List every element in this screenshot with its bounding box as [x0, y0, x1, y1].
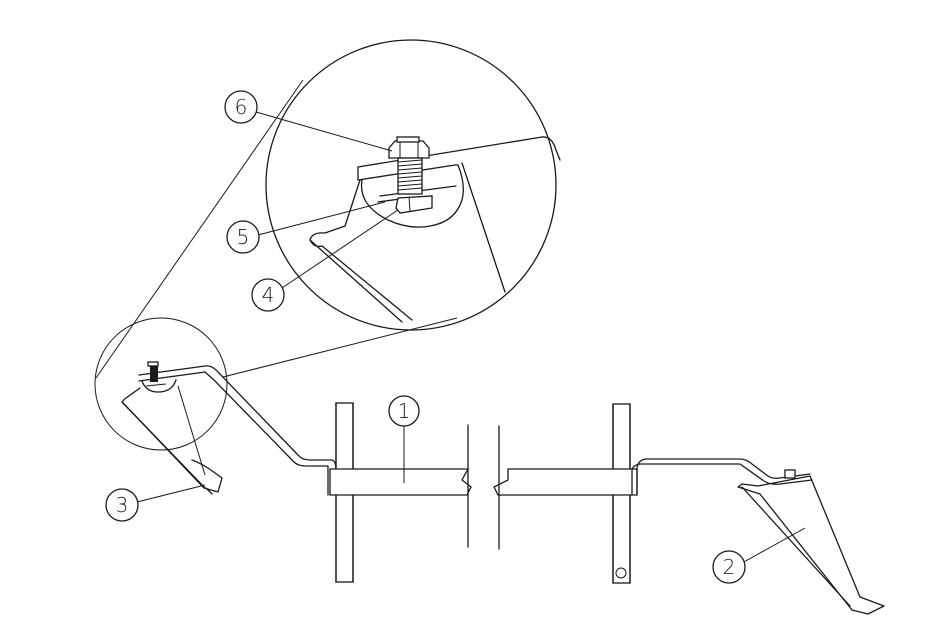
left-tine-flank	[177, 385, 206, 476]
detail-flank-line	[461, 162, 506, 293]
left-washer-small	[145, 383, 167, 387]
right-connecting-bar-bottom	[631, 463, 813, 495]
callout-6: 6	[224, 90, 258, 124]
callout-label: 5	[237, 225, 250, 249]
callout-circle	[226, 220, 260, 254]
left-clamp-body	[141, 379, 177, 393]
bolt-thread-lines	[397, 159, 423, 191]
detail-view	[95, 39, 561, 379]
frame-crossbar-right	[493, 468, 638, 496]
left-tine-edge	[121, 401, 206, 489]
callout-2: 2	[712, 550, 746, 584]
callout-1: 1	[388, 395, 420, 427]
detail-connector-line-upper	[95, 79, 304, 379]
leader-line-5	[257, 201, 386, 236]
callout-circle	[105, 488, 139, 522]
leader-line-3	[136, 484, 206, 503]
callout-label: 1	[398, 399, 411, 423]
left-connecting-bar-top	[138, 365, 337, 496]
detail-bracket-bar-top	[357, 136, 561, 168]
leader-lines	[136, 111, 806, 564]
detail-source-circle	[94, 317, 228, 451]
right-connecting-bar-top	[636, 458, 811, 495]
left-tine-tip	[205, 487, 213, 495]
callout-balloons: 1 2 3 4 5 6	[105, 90, 746, 584]
right-tine	[737, 475, 885, 615]
leader-line-6	[255, 111, 393, 152]
bolt-head	[388, 140, 430, 159]
callout-circle	[224, 90, 258, 124]
right-bolt-small	[784, 469, 796, 479]
frame	[329, 402, 638, 584]
callout-3: 3	[105, 488, 139, 522]
callout-label: 4	[262, 283, 275, 307]
frame-bolt-hole	[615, 567, 627, 579]
left-tine	[122, 387, 223, 493]
callout-circle	[251, 278, 285, 312]
right-tine-assembly	[631, 458, 885, 615]
left-tine-assembly	[94, 317, 337, 496]
callout-label: 2	[723, 555, 736, 579]
nut-facet-line	[408, 196, 411, 212]
callout-circle	[712, 550, 746, 584]
left-bolt-head-small	[147, 361, 159, 367]
detail-washer-bottom	[377, 198, 401, 203]
callout-label: 6	[235, 95, 248, 119]
callout-label: 3	[116, 493, 129, 517]
detail-clamp-body	[360, 164, 464, 228]
nut	[395, 195, 433, 214]
frame-crossbar-left	[329, 468, 472, 496]
detail-connector-line-lower	[222, 317, 458, 378]
leader-line-2	[741, 527, 806, 564]
detail-shank-plate-inner	[309, 239, 413, 321]
right-tine-edge	[741, 486, 851, 607]
callout-circle	[388, 395, 420, 427]
callout-4: 4	[251, 278, 285, 312]
left-bolt-small	[150, 364, 158, 382]
callout-5: 5	[226, 220, 260, 254]
detail-bracket-bar-bottom	[357, 164, 459, 181]
leader-line-4	[281, 209, 399, 289]
bolt-head-cap	[396, 136, 420, 143]
left-connecting-bar-bottom	[138, 371, 329, 496]
